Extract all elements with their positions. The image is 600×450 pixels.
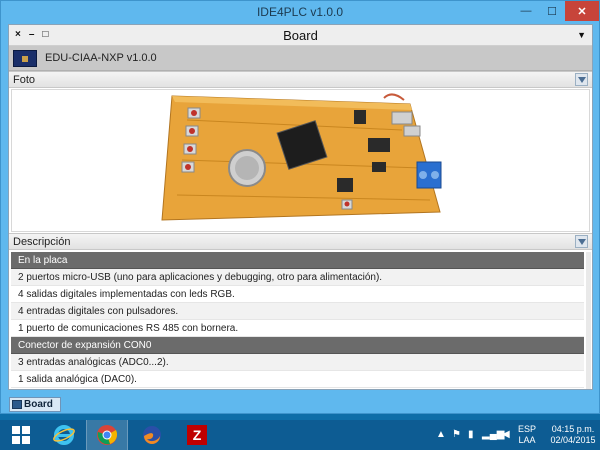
frame-menu-icon[interactable]: ▼: [577, 30, 586, 40]
windows-logo-icon: [12, 426, 30, 444]
close-icon: ✕: [577, 5, 587, 18]
maximize-icon: ☐: [547, 5, 557, 18]
taskbar: Z ▲ ⚑ ▮ ▂▄▆ ◀ ESP LAA 04:15 p.m. 02/04/2…: [0, 420, 600, 450]
close-button[interactable]: ✕: [565, 1, 599, 21]
description-list: En la placa 2 puertos micro-USB (uno par…: [11, 252, 584, 389]
network-signal-icon[interactable]: ▂▄▆: [482, 429, 505, 440]
action-center-flag-icon[interactable]: ⚑: [452, 429, 461, 440]
language-layout: LAA: [518, 435, 536, 445]
list-item: 4 entradas digitales con pulsadores.: [11, 303, 584, 320]
volume-icon[interactable]: ◀: [502, 429, 510, 440]
tray-expand-icon[interactable]: ▲: [436, 429, 446, 440]
frame-title: Board: [283, 28, 318, 43]
board-tab[interactable]: Board: [9, 397, 61, 412]
taskbar-chrome[interactable]: [86, 420, 128, 450]
frame-close-icon[interactable]: ×: [15, 29, 21, 40]
frame-minimize-icon[interactable]: –: [28, 29, 35, 40]
taskbar-firefox[interactable]: [131, 420, 173, 450]
pcb-image: [161, 93, 442, 221]
input-language[interactable]: ESP LAA: [518, 424, 536, 446]
photo-collapse-button[interactable]: [575, 73, 588, 86]
battery-icon[interactable]: ▮: [468, 429, 474, 440]
frame-header: × – □ Board ▼: [9, 25, 592, 46]
maximize-button[interactable]: ☐: [539, 1, 565, 21]
filezilla-icon: Z: [187, 425, 207, 445]
language-code: ESP: [518, 424, 537, 434]
photo-section-header[interactable]: Foto: [9, 71, 592, 88]
list-item: 1 puerto de comunicaciones RS 485 con bo…: [11, 320, 584, 337]
window-title: IDE4PLC v1.0.0: [256, 5, 344, 19]
list-item: 2 puertos micro-USB (uno para aplicacion…: [11, 269, 584, 286]
description-collapse-button[interactable]: [575, 235, 588, 248]
board-chip-icon: [13, 50, 37, 67]
chrome-icon: [97, 425, 118, 445]
list-item: 1 salida analógica (DAC0).: [11, 371, 584, 388]
taskbar-internet-explorer[interactable]: [43, 420, 85, 450]
frame-maximize-icon[interactable]: □: [42, 29, 49, 40]
start-button[interactable]: [0, 420, 42, 450]
window-titlebar[interactable]: IDE4PLC v1.0.0: [1, 1, 599, 23]
minimize-icon: —: [520, 5, 532, 17]
clock-time: 04:15 p.m.: [551, 424, 595, 434]
description-scrollbar[interactable]: [586, 252, 591, 389]
description-section-label: Descripción: [13, 236, 71, 248]
board-tab-label: Board: [24, 399, 53, 410]
clock-date: 02/04/2015: [550, 435, 596, 445]
svg-text:Z: Z: [193, 427, 202, 443]
taskbar-filezilla[interactable]: Z: [176, 420, 218, 450]
chevron-down-icon: [577, 238, 586, 245]
internet-explorer-icon: [53, 425, 75, 445]
clock[interactable]: 04:15 p.m. 02/04/2015: [548, 424, 598, 446]
frame-controls: × – □: [15, 29, 48, 40]
list-item: 3 entradas analógicas (ADC0...2).: [11, 354, 584, 371]
chevron-down-icon: [577, 76, 586, 83]
list-group-header: En la placa: [11, 252, 584, 269]
description-section-header[interactable]: Descripción: [9, 233, 592, 250]
list-group-header: Conector de expansión CON0: [11, 337, 584, 354]
firefox-icon: [143, 426, 161, 444]
system-tray: ▲ ⚑ ▮ ▂▄▆ ◀ ESP LAA 04:15 p.m. 02/04/201…: [430, 420, 600, 450]
board-frame: × – □ Board ▼ EDU-CIAA-NXP v1.0.0 Foto: [8, 24, 593, 390]
app-window: IDE4PLC v1.0.0 — ☐ ✕ × – □ Board ▼ EDU-C…: [0, 0, 600, 414]
photo-section-label: Foto: [13, 74, 36, 86]
minimize-button[interactable]: —: [513, 1, 539, 21]
board-photo: [11, 89, 590, 232]
board-tab-icon: [12, 400, 22, 409]
board-selector[interactable]: EDU-CIAA-NXP v1.0.0: [9, 46, 592, 71]
board-name: EDU-CIAA-NXP v1.0.0: [45, 52, 157, 64]
list-item: 4 salidas digitales implementadas con le…: [11, 286, 584, 303]
